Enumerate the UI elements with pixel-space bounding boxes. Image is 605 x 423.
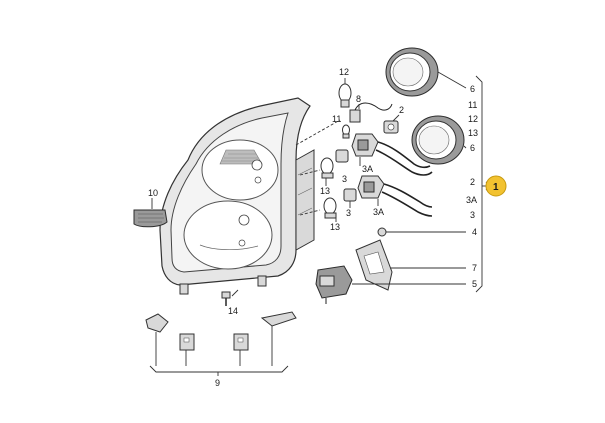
callout-3a-lower: 3A	[373, 207, 384, 217]
callout-5: 5	[472, 279, 477, 289]
callout-6-top: 6	[470, 84, 475, 94]
headlight-housing	[159, 97, 341, 295]
upper-bulb-hole	[251, 159, 263, 171]
assembly-part-list: 11 12 13 2 3A 3	[466, 100, 478, 220]
list-item-11: 11	[468, 100, 477, 110]
main-assembly-badge[interactable]: 1	[485, 175, 507, 197]
repair-kit-9: 9	[145, 311, 297, 388]
list-item-13: 13	[468, 128, 478, 138]
screw-4: 4	[377, 227, 477, 237]
callout-6-mid: 6	[470, 143, 475, 153]
lower-reflector	[183, 200, 273, 270]
callout-10: 10	[148, 188, 158, 198]
callout-9: 9	[215, 378, 220, 388]
callout-7: 7	[472, 263, 477, 273]
lower-halogen-bulb: 13 3	[323, 188, 357, 232]
callout-11-left: 11	[332, 114, 341, 124]
mounting-tab-right	[257, 275, 267, 287]
list-item-3a: 3A	[466, 195, 477, 205]
bulb-12: 12	[338, 67, 352, 108]
mounting-tab-left	[179, 283, 189, 295]
badge-circle[interactable]	[485, 175, 507, 197]
callout-3a-upper: 3A	[362, 164, 373, 174]
badge-label: 1	[493, 182, 499, 193]
bulb-11: 11	[332, 114, 350, 139]
callout-2-top: 2	[399, 105, 404, 115]
cover-cap-middle: 6	[411, 115, 475, 165]
upper-connector: 3 3A	[342, 133, 433, 184]
list-item-2: 2	[470, 177, 475, 187]
upper-reflector	[201, 139, 279, 201]
side-marker-lamp: 10	[133, 188, 168, 228]
callout-14: 14	[228, 306, 238, 316]
callout-13-lower: 13	[330, 222, 340, 232]
screw-14: 14	[221, 289, 239, 316]
callout-8: 8	[356, 94, 361, 104]
upper-halogen-bulb: 13	[320, 149, 349, 196]
callout-3-lower: 3	[346, 208, 351, 218]
socket-2: 2	[383, 105, 404, 134]
list-item-12: 12	[468, 114, 478, 124]
bracket-7: 7	[355, 239, 477, 291]
lower-bulb-hole	[238, 214, 250, 226]
lower-connector: 3A	[357, 175, 433, 217]
bulb-holder-8: 8	[349, 94, 393, 123]
list-item-3: 3	[470, 210, 475, 220]
callout-12-top: 12	[339, 67, 349, 77]
callout-3-upper: 3	[342, 174, 347, 184]
callout-4: 4	[472, 227, 477, 237]
callout-13-upper: 13	[320, 186, 330, 196]
leveling-motor-5: 5	[315, 265, 477, 304]
cover-cap-top: 6	[385, 47, 475, 97]
